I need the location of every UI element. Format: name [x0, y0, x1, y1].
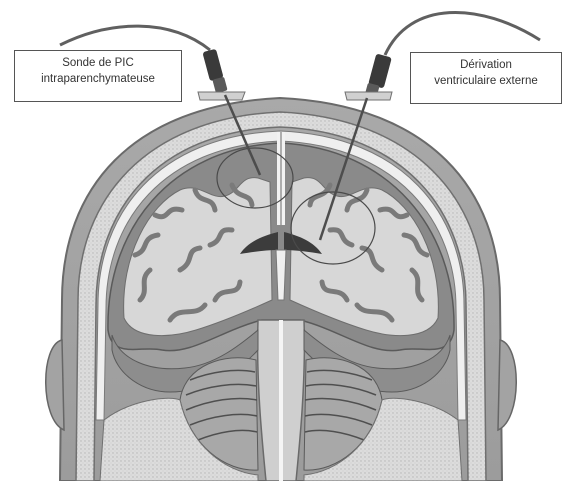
ventricular-drain-label-line2: ventriculaire externe [415, 73, 557, 89]
icp-probe-label: Sonde de PIC intraparenchymateuse [14, 50, 182, 102]
left-ear [46, 340, 64, 430]
third-ventricle [276, 250, 286, 300]
ventricular-drain-label-line1: Dérivation [415, 57, 557, 73]
icp-probe-label-line1: Sonde de PIC [19, 55, 177, 71]
icp-probe-label-line2: intraparenchymateuse [19, 71, 177, 87]
right-ear [498, 340, 516, 430]
ventricular-drain-label: Dérivation ventriculaire externe [410, 52, 562, 104]
